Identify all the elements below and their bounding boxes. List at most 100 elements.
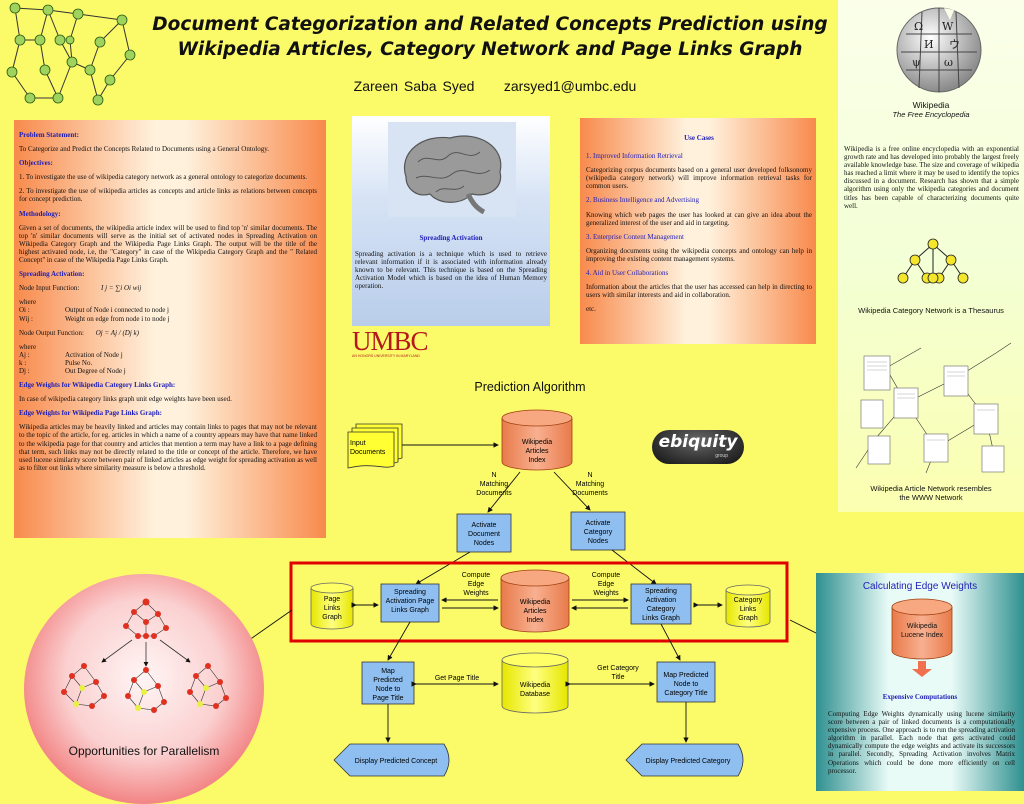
author-email: zarsyed1@umbc.edu [503, 78, 637, 94]
article-network-diagram [855, 342, 1012, 474]
calc-text: Computing Edge Weights dynamically using… [828, 710, 1015, 775]
parallelism-circle: Opportunities for Parallelism [24, 574, 264, 804]
use-case-3-heading: 3. Enterprise Content Management [586, 232, 684, 241]
display-concept-label: Display Predicted Concept [355, 758, 438, 765]
wikipedia-database-node: Wikipedia Database [501, 652, 569, 714]
umbc-logo-subtext: AN HONORS UNIVERSITY IN MARYLAND [352, 354, 420, 358]
plg-label-1: Page [324, 596, 340, 603]
node-input-label: Node Input Function: [19, 284, 80, 293]
flowchart-title: Prediction Algorithm [474, 380, 585, 394]
svg-text:ω: ω [944, 56, 953, 69]
title-line-2: Wikipedia Articles, Category Network and… [177, 39, 803, 60]
wikipedia-description: Wikipedia is a free online encyclopedia … [844, 145, 1019, 210]
calculating-edge-weights-panel: Calculating Edge Weights Wikipedia Lucen… [816, 573, 1024, 791]
spreading-activation-category-links-box: Spreading Activation Category Links Grap… [630, 583, 692, 625]
aj-definition: Activation of Node j [65, 350, 123, 359]
n-matching-right-1: N [587, 472, 592, 479]
wai-mid-label-3: Index [526, 617, 544, 624]
edge-cat-text: In case of wikipedia category links grap… [19, 395, 232, 404]
use-case-1-text: Categorizing corpus documents based on a… [586, 166, 812, 191]
www-caption-line-1: Wikipedia Article Network resembles [870, 484, 992, 493]
cew-right-2: Edge [598, 581, 614, 588]
map-node-label-2: Predicted [373, 677, 403, 684]
oi-definition: Output of Node i connected to node j [65, 306, 170, 315]
where-label-1: where [19, 298, 37, 307]
act-doc-label-3: Nodes [474, 540, 495, 547]
map-node-to-category-title-box: Map Predicted Node to Category Title [656, 661, 716, 703]
use-case-2-heading: 2. Business Intelligence and Advertising [586, 196, 699, 205]
where-label-2: where [19, 342, 37, 351]
calc-heading: Calculating Edge Weights [862, 581, 978, 592]
page-links-graph-node: Page Links Graph [310, 582, 354, 630]
use-cases-panel: Use Cases 1. Improved Information Retrie… [580, 118, 816, 344]
use-case-4-heading: 4. Aid in User Collaborations [586, 269, 669, 278]
get-page-title-label: Get Page Title [435, 675, 479, 682]
problem-heading: Problem Statement: [19, 131, 79, 139]
display-predicted-concept-node: Display Predicted Concept [333, 743, 450, 777]
spreading-heading: Spreading Activation: [19, 270, 85, 279]
edge-cat-heading: Edge Weights for Wikipedia Category Link… [19, 381, 176, 390]
use-case-etc: etc. [586, 305, 596, 314]
dj-definition: Out Degree of Node j [65, 366, 126, 375]
n-matching-left-2: Matching [480, 481, 509, 488]
node-output-formula: Oj = Aj / (Dj k) [95, 328, 139, 337]
n-matching-left-1: N [491, 472, 496, 479]
www-caption-line-2: the WWW Network [899, 493, 963, 502]
title-line-1: Document Categorization and Related Conc… [152, 14, 828, 35]
plg-label-2: Links [324, 605, 341, 612]
sacl-label-2: Activation [646, 597, 676, 604]
umbc-logo-text: UMBC [352, 326, 429, 356]
wai-top-label-2: Articles [526, 448, 549, 455]
node-output-label: Node Output Function: [19, 328, 84, 337]
poster-title: Document Categorization and Related Conc… [120, 12, 860, 62]
sapl-label-2: Activation Page [386, 598, 435, 605]
aj-term: Aj : [19, 350, 30, 359]
map-node-label-3: Node to [376, 686, 401, 693]
act-cat-label-2: Category [584, 529, 613, 536]
lucene-index-cylinder [891, 598, 953, 677]
wai-top-label-1: Wikipedia [522, 439, 552, 446]
objective-1: 1. To investigate the use of wikipedia c… [19, 173, 308, 182]
map-node-label-1: Map [381, 668, 395, 675]
input-docs-label-1: Input [350, 440, 366, 447]
prediction-flowchart: Prediction Algorithm Input Documents Wik… [231, 380, 816, 777]
act-cat-label-1: Activate [586, 520, 611, 527]
category-links-graph-node: Category Links Graph [725, 584, 771, 628]
wij-definition: Weight on edge from node i to node j [65, 314, 170, 323]
wai-mid-label-2: Articles [524, 608, 547, 615]
spreading-activation-text: Spreading activation is a technique whic… [355, 250, 547, 291]
parallelism-caption: Opportunities for Parallelism [68, 744, 220, 758]
sacl-label-3: Category [647, 606, 676, 613]
act-doc-label-2: Document [468, 531, 500, 538]
edge-page-heading: Edge Weights for Wikipedia Page Links Gr… [19, 409, 163, 418]
spreading-activation-panel: Spreading Activation Spreading activatio… [352, 116, 550, 326]
spreading-activation-heading: Spreading Activation [419, 234, 483, 242]
wikipedia-logo-name: Wikipedia [912, 100, 950, 110]
svg-text:И: И [924, 38, 934, 51]
sacl-label-4: Links Graph [642, 615, 680, 622]
cew-left-3: Weights [463, 590, 489, 597]
wikipedia-articles-index-middle: Wikipedia Articles Index [500, 569, 570, 633]
wai-top-label-3: Index [528, 457, 546, 464]
wdb-label-1: Wikipedia [520, 682, 550, 689]
cew-left-1: Compute [462, 572, 491, 579]
problem-text: To Categorize and Predict the Concepts R… [19, 145, 270, 154]
sapl-label-1: Spreading [394, 589, 426, 596]
input-docs-label-2: Documents [350, 449, 386, 456]
wdb-label-2: Database [520, 691, 550, 698]
display-predicted-category-node: Display Predicted Category [625, 743, 744, 777]
clg-label-3: Graph [738, 615, 758, 622]
author-name: Zareen Saba Syed [353, 78, 475, 94]
use-cases-heading: Use Cases [684, 134, 714, 142]
display-category-label: Display Predicted Category [646, 758, 731, 765]
ebiquity-logo-sub: group [715, 453, 728, 459]
author-line: Zareen Saba Syed zarsyed1@umbc.edu [330, 78, 660, 94]
use-case-3-text: Organizing documents using the wikipedia… [586, 246, 812, 263]
parallel-graphs-illustration [61, 598, 229, 713]
dj-term: Dj : [19, 366, 30, 375]
map-node-to-page-title-box: Map Predicted Node to Page Title [361, 661, 415, 705]
use-case-2-text: Knowing which web pages the user has loo… [586, 210, 812, 227]
svg-text:W: W [942, 20, 954, 33]
